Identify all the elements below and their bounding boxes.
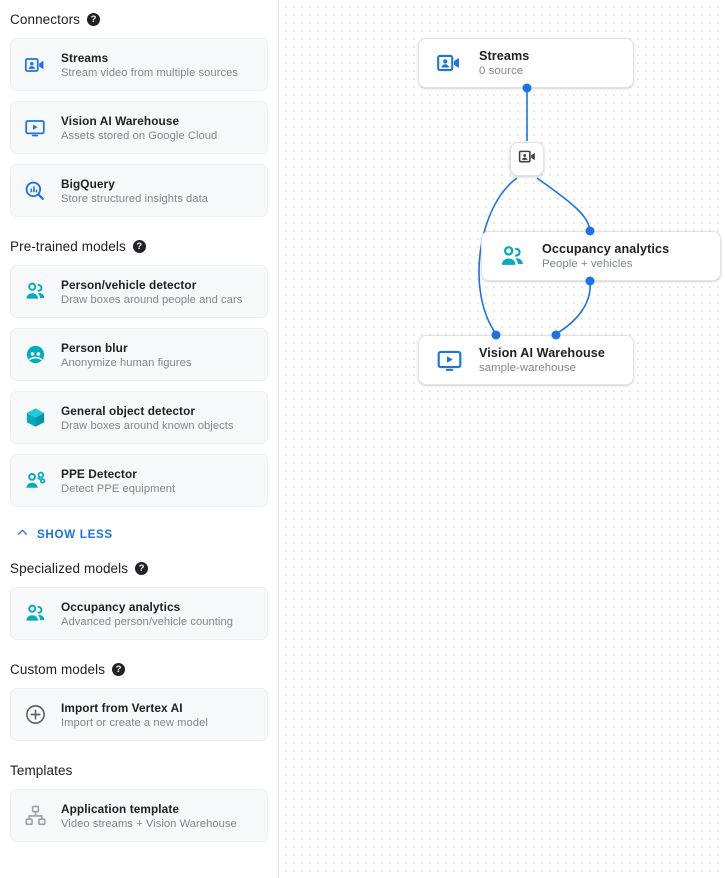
card-title: Person blur [61,340,128,355]
model-card-general-object-detector[interactable]: General object detector Draw boxes aroun… [10,391,268,444]
section-title: Custom models [10,662,106,677]
port-streams-output[interactable] [522,83,532,93]
video-camera-icon [435,49,463,77]
card-title: Vision AI Warehouse [61,113,180,128]
section-header-templates: Templates [10,763,268,778]
component-sidebar: Connectors ? Streams Stream video from m… [0,0,279,878]
port-warehouse-input-right[interactable] [551,330,561,340]
card-subtitle: Anonymize human figures [61,356,192,369]
card-title: Person/vehicle detector [61,277,197,292]
model-card-ppe-detector[interactable]: PPE Detector Detect PPE equipment [10,454,268,507]
custom-model-card-import-vertex-ai[interactable]: Import from Vertex AI Import or create a… [10,688,268,741]
node-title: Streams [479,49,530,63]
graph-node-streams[interactable]: Streams 0 source [418,38,634,88]
card-title: PPE Detector [61,466,137,481]
section-header-connectors: Connectors ? [10,12,268,27]
model-card-occupancy-analytics[interactable]: Occupancy analytics Advanced person/vehi… [10,587,268,640]
help-icon[interactable]: ? [87,13,101,26]
model-card-person-vehicle-detector[interactable]: Person/vehicle detector Draw boxes aroun… [10,265,268,318]
node-subtitle: sample-warehouse [479,362,577,374]
model-card-person-blur[interactable]: Person blur Anonymize human figures [10,328,268,381]
chevron-up-icon [16,526,29,542]
section-title: Connectors [10,12,81,27]
graph-canvas[interactable]: Streams 0 source Occupancy analytics Peo… [279,0,725,878]
card-title: Occupancy analytics [61,599,181,614]
edge-occupancy-to-warehouse [555,280,591,335]
cube-icon [23,406,47,430]
plus-circle-icon [23,703,47,727]
card-subtitle: Draw boxes around people and cars [61,293,243,306]
graph-node-junction[interactable] [510,142,544,176]
monitor-play-icon [435,346,463,374]
video-camera-icon [23,53,47,77]
graph-node-vision-ai-warehouse[interactable]: Vision AI Warehouse sample-warehouse [418,335,634,385]
card-title: Application template [61,801,180,816]
card-subtitle: Store structured insights data [61,192,209,205]
section-header-specialized-models: Specialized models ? [10,561,268,576]
node-subtitle: 0 source [479,65,524,77]
edge-junction-to-warehouse [478,177,518,335]
hierarchy-icon [23,804,47,828]
show-less-label: SHOW LESS [37,527,113,541]
section-header-pre-trained-models: Pre-trained models ? [10,239,268,254]
graph-node-occupancy-analytics[interactable]: Occupancy analytics People + vehicles [481,231,721,281]
people-icon [23,602,47,626]
node-title: Vision AI Warehouse [479,346,605,360]
card-subtitle: Import or create a new model [61,716,208,729]
port-occupancy-output[interactable] [585,276,595,286]
card-title: BigQuery [61,176,115,191]
person-blur-icon [23,343,47,367]
connector-card-bigquery[interactable]: BigQuery Store structured insights data [10,164,268,217]
section-title: Templates [10,763,73,778]
show-less-button[interactable]: SHOW LESS [10,526,268,542]
section-title: Specialized models [10,561,129,576]
card-subtitle: Video streams + Vision Warehouse [61,817,237,830]
monitor-play-icon [23,116,47,140]
card-subtitle: Detect PPE equipment [61,482,176,495]
connector-card-streams[interactable]: Streams Stream video from multiple sourc… [10,38,268,91]
connector-card-vision-ai-warehouse[interactable]: Vision AI Warehouse Assets stored on Goo… [10,101,268,154]
card-title: General object detector [61,403,196,418]
node-subtitle: People + vehicles [542,258,633,270]
help-icon[interactable]: ? [135,562,149,575]
port-occupancy-input[interactable] [585,226,595,236]
node-title: Occupancy analytics [542,242,670,256]
card-title: Streams [61,50,109,65]
section-header-custom-models: Custom models ? [10,662,268,677]
edge-layer [478,88,591,335]
people-icon [23,280,47,304]
card-subtitle: Stream video from multiple sources [61,66,239,79]
people-icon [498,242,526,270]
card-subtitle: Assets stored on Google Cloud [61,129,218,142]
help-icon[interactable]: ? [132,240,146,253]
card-subtitle: Advanced person/vehicle counting [61,615,234,628]
port-warehouse-input-left[interactable] [491,330,501,340]
template-card-application-template[interactable]: Application template Video streams + Vis… [10,789,268,842]
card-subtitle: Draw boxes around known objects [61,419,234,432]
card-title: Import from Vertex AI [61,700,183,715]
ppe-person-icon [23,469,47,493]
help-icon[interactable]: ? [112,663,126,676]
section-title: Pre-trained models [10,239,126,254]
video-camera-icon [518,147,537,171]
edge-junction-to-occupancy [536,177,591,231]
bigquery-search-icon [23,179,47,203]
